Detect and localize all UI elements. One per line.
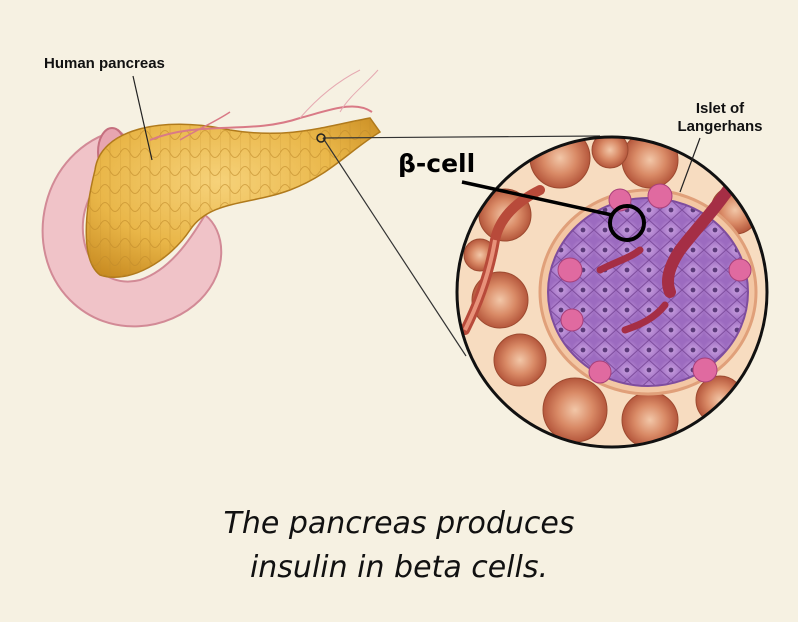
caption-line1: The pancreas produces xyxy=(223,506,575,541)
magnify-line-bottom xyxy=(322,137,467,357)
islet-label-line1: Islet of xyxy=(695,100,745,117)
pancreas-organ xyxy=(85,69,382,278)
magnify-line-top xyxy=(322,135,601,139)
caption: The pancreas produces insulin in beta ce… xyxy=(0,502,798,590)
islet-of-langerhans xyxy=(538,174,758,396)
magnified-view xyxy=(455,135,769,449)
islet-label-line2: Langerhans xyxy=(677,118,763,135)
acini xyxy=(463,137,760,447)
caption-line2: insulin in beta cells. xyxy=(249,550,549,585)
pancreas-pointer-line xyxy=(132,75,153,161)
beta-cell-marker xyxy=(608,204,646,242)
pancreas-label: Human pancreas xyxy=(44,55,165,72)
beta-cell-pointer-line xyxy=(461,180,613,217)
islet-label: Islet of Langerhans xyxy=(660,100,780,136)
islet-pointer-line xyxy=(679,137,701,193)
magnify-origin-marker xyxy=(316,133,326,143)
beta-cell-label: β-cell xyxy=(398,149,476,178)
